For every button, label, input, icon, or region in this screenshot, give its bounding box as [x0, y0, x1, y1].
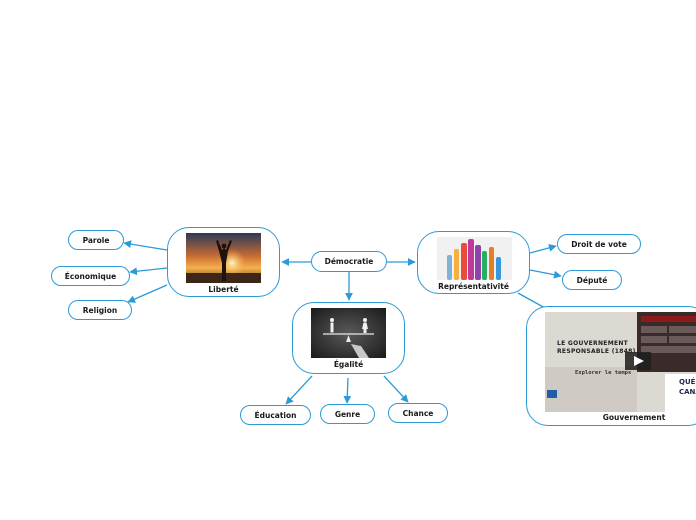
connector-liberte-religion	[127, 284, 168, 303]
connector-liberte-parole	[123, 240, 168, 251]
video-title-line2: RESPONSABLE (1848)	[557, 348, 636, 355]
topic-node-label: Gouvernement	[602, 413, 666, 422]
video-thumbnail-image[interactable]: LE GOUVERNEMENT RESPONSABLE (1848) Explo…	[545, 312, 696, 412]
leaf-node-label: Député	[576, 275, 608, 285]
video-explore-text: Explorer le temps	[575, 370, 632, 376]
connector-egalite-chance	[383, 375, 409, 403]
leaf-node-label: Chance	[402, 408, 434, 418]
connector-representativite-droit	[529, 244, 557, 254]
connector-representativite-gouvernement	[517, 292, 546, 309]
topic-node-liberte[interactable]: Liberté	[167, 227, 280, 297]
leaf-node-label: Parole	[82, 235, 110, 245]
leaf-node-depute[interactable]: Député	[562, 270, 622, 290]
leaf-node-label: Genre	[334, 409, 361, 419]
sunset-raised-arms-image	[186, 233, 261, 283]
connector-liberte-economique	[129, 267, 168, 276]
leaf-node-parole[interactable]: Parole	[68, 230, 124, 250]
topic-node-label: Égalité	[333, 360, 364, 369]
video-brand-line2: CANA	[679, 388, 696, 396]
video-brand-line1: QUÉB	[679, 378, 696, 386]
video-title-line1: LE GOUVERNEMENT	[557, 340, 629, 347]
leaf-node-economique[interactable]: Économique	[51, 266, 130, 286]
leaf-node-label: Éducation	[254, 410, 297, 420]
connector-egalite-genre	[343, 377, 352, 404]
leaf-node-education[interactable]: Éducation	[240, 405, 311, 425]
balance-scale-people-image	[311, 308, 386, 358]
raised-colorful-hands-image	[437, 237, 512, 280]
connector-representativite-depute	[529, 269, 562, 279]
topic-node-label: Liberté	[208, 285, 239, 294]
connector-egalite-education	[285, 375, 313, 405]
leaf-node-label: Droit de vote	[571, 239, 627, 249]
leaf-node-chance[interactable]: Chance	[388, 403, 448, 423]
topic-node-egalite[interactable]: Égalité	[292, 302, 405, 374]
topic-node-representativite[interactable]: Représentativité	[417, 231, 530, 294]
topic-node-label: Représentativité	[438, 282, 509, 291]
leaf-node-droit-de-vote[interactable]: Droit de vote	[557, 234, 641, 254]
center-node-democratie[interactable]: Démocratie	[311, 251, 387, 272]
leaf-node-label: Économique	[64, 271, 117, 281]
leaf-node-genre[interactable]: Genre	[320, 404, 375, 424]
leaf-node-religion[interactable]: Religion	[68, 300, 132, 320]
topic-node-gouvernement[interactable]: LE GOUVERNEMENT RESPONSABLE (1848) Explo…	[526, 306, 696, 426]
leaf-node-label: Religion	[82, 305, 118, 315]
center-node-label: Démocratie	[324, 257, 374, 266]
